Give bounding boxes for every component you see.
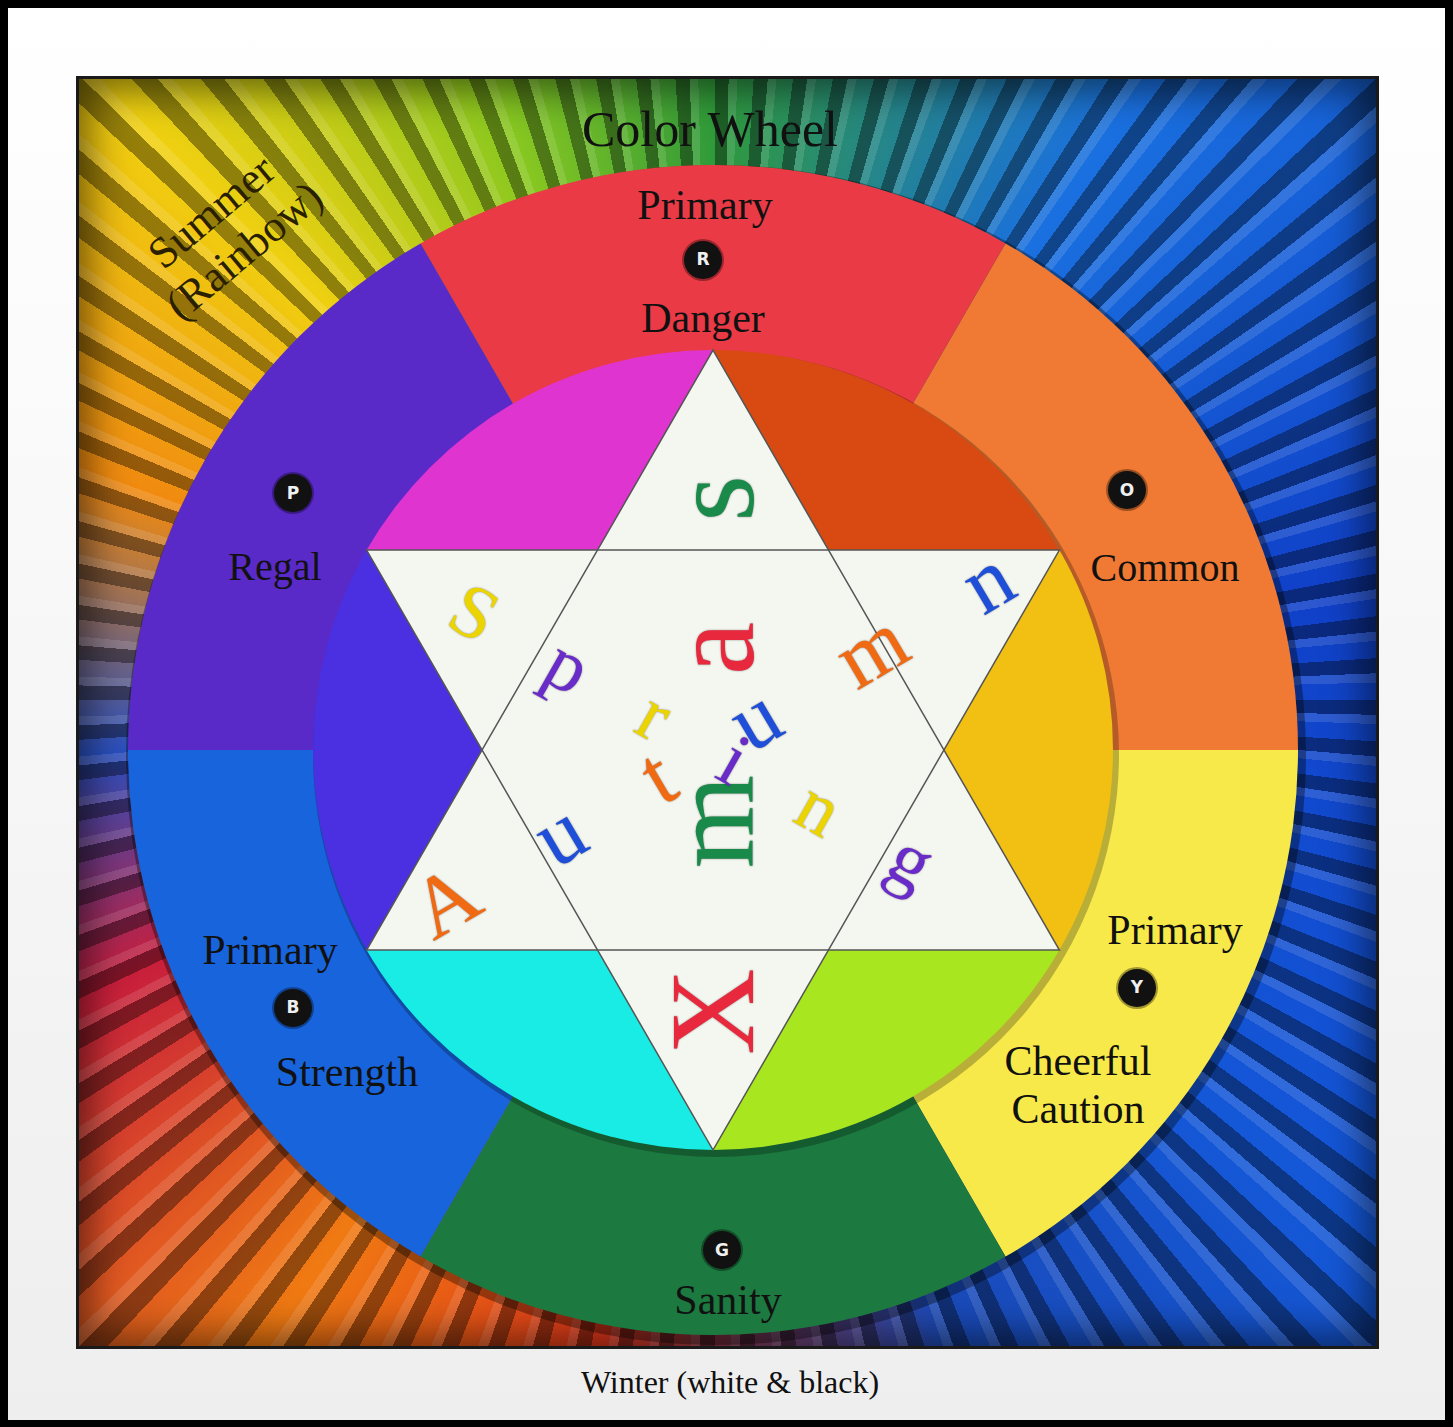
badge-letter: P: [287, 485, 299, 502]
inner-disc-shadow: [313, 351, 1119, 1157]
wheel-segment: R PrimaryDanger: [631, 175, 778, 348]
segment-text: Common: [1091, 545, 1240, 591]
letter-badge: O: [1108, 471, 1146, 509]
segment-text: Cheerful Caution: [968, 1037, 1188, 1134]
segment-text: Primary: [637, 181, 772, 229]
segment-text: Sanity: [674, 1276, 781, 1324]
badge-letter: Y: [1131, 979, 1143, 996]
segment-text: Primary: [202, 926, 337, 974]
segment-text: Primary: [1107, 906, 1242, 954]
wheel-shadow: [126, 165, 1306, 1345]
segment-text: Strength: [276, 1048, 418, 1096]
diagram-title: Color Wheel: [582, 101, 838, 159]
badge-letter: R: [696, 251, 709, 268]
free-label: Winter (white & black): [581, 1364, 879, 1401]
wheel-segment: Y PrimaryCheerful Caution: [962, 900, 1249, 1139]
letter-badge: B: [274, 989, 312, 1027]
star-letter: a: [646, 522, 779, 675]
wheel-segment: B PrimaryStrength: [196, 920, 424, 1102]
letter-badge: R: [684, 241, 722, 279]
badge-letter: O: [1120, 482, 1134, 499]
wheel-segment: O Common: [1085, 465, 1246, 597]
segment-text: Regal: [228, 544, 321, 590]
badge-letter: G: [715, 1242, 729, 1259]
wheel-segment: G Sanity: [668, 1225, 787, 1330]
letter-badge: G: [703, 1231, 741, 1269]
badge-letter: B: [287, 999, 300, 1016]
letter-badge: P: [274, 474, 312, 512]
segment-text: Danger: [641, 294, 765, 342]
wheel-segment: P Regal: [222, 468, 327, 596]
star-letter: X: [646, 868, 779, 1055]
star-letter: s: [646, 375, 779, 522]
letter-badge: Y: [1118, 969, 1156, 1007]
hexagram-star: XmasSpringAutumn: [367, 350, 1059, 1150]
